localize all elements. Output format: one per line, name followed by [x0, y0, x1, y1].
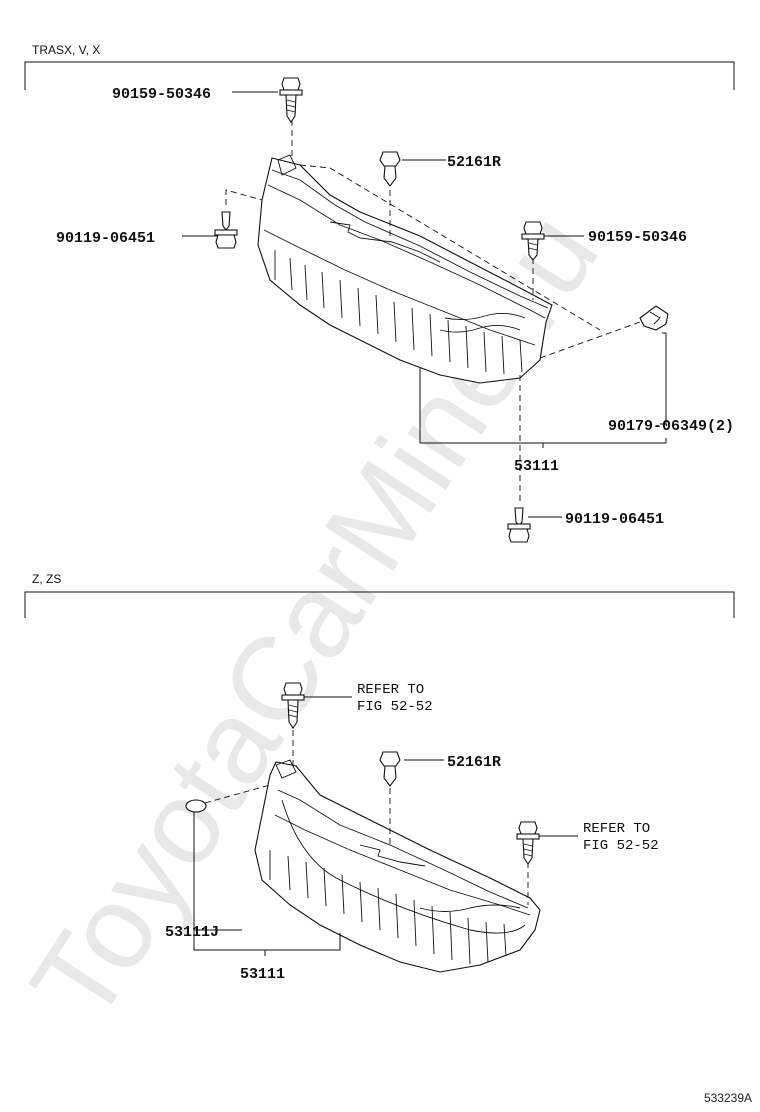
label-bolt-bottom: 90119-06451 — [565, 511, 664, 528]
section-top-bracket — [24, 61, 735, 90]
label-clip-center-bottom: 52161R — [447, 754, 501, 771]
label-refer-left-line1: REFER TO — [357, 682, 424, 698]
leader-grille-bottom — [193, 812, 341, 951]
label-refer-left-line2: FIG 52-52 — [357, 699, 433, 715]
label-grille-top: 53111 — [514, 458, 559, 475]
section-top-header: TRASX, V, X — [32, 43, 100, 57]
label-bolt-top: 90159-50346 — [112, 86, 211, 103]
bolt-left-icon[interactable] — [214, 211, 238, 249]
section-bottom: Z, ZS — [24, 572, 735, 983]
section-top: TRASX, V, X — [24, 43, 735, 543]
label-refer-right-line2: FIG 52-52 — [583, 838, 659, 854]
clip-center-top-icon[interactable] — [379, 151, 401, 187]
label-refer-right-line1: REFER TO — [583, 821, 650, 837]
label-emblem: 53111J — [165, 924, 219, 941]
bolt-left-bottom-icon[interactable] — [281, 682, 305, 729]
bolt-right-icon[interactable] — [521, 221, 545, 261]
label-bolt-left: 90119-06451 — [56, 230, 155, 247]
dash-nut-clip — [539, 321, 641, 359]
radiator-grille-top[interactable] — [257, 154, 553, 384]
radiator-grille-bottom[interactable] — [254, 759, 541, 973]
bolt-right-bottom-icon[interactable] — [516, 821, 540, 865]
label-grille-bottom: 53111 — [240, 966, 285, 983]
bolt-bottom-icon[interactable] — [507, 507, 531, 543]
clip-center-bottom-icon[interactable] — [379, 751, 401, 787]
section-bottom-bracket — [24, 591, 735, 618]
dash-emblem — [204, 784, 271, 804]
nut-clip-icon[interactable] — [639, 305, 669, 331]
bolt-top-icon[interactable] — [279, 77, 303, 123]
label-clip-center-top: 52161R — [447, 154, 501, 171]
label-nut-clip: 90179-06349(2) — [608, 418, 734, 435]
dash-bolt-left — [225, 189, 263, 205]
leader-nut-clip — [660, 332, 667, 425]
diagram-code: 533239A — [704, 1091, 752, 1105]
emblem-icon[interactable] — [185, 799, 207, 813]
section-bottom-header: Z, ZS — [32, 572, 61, 586]
label-bolt-right: 90159-50346 — [588, 229, 687, 246]
dash-grille-top-edge — [299, 164, 601, 331]
